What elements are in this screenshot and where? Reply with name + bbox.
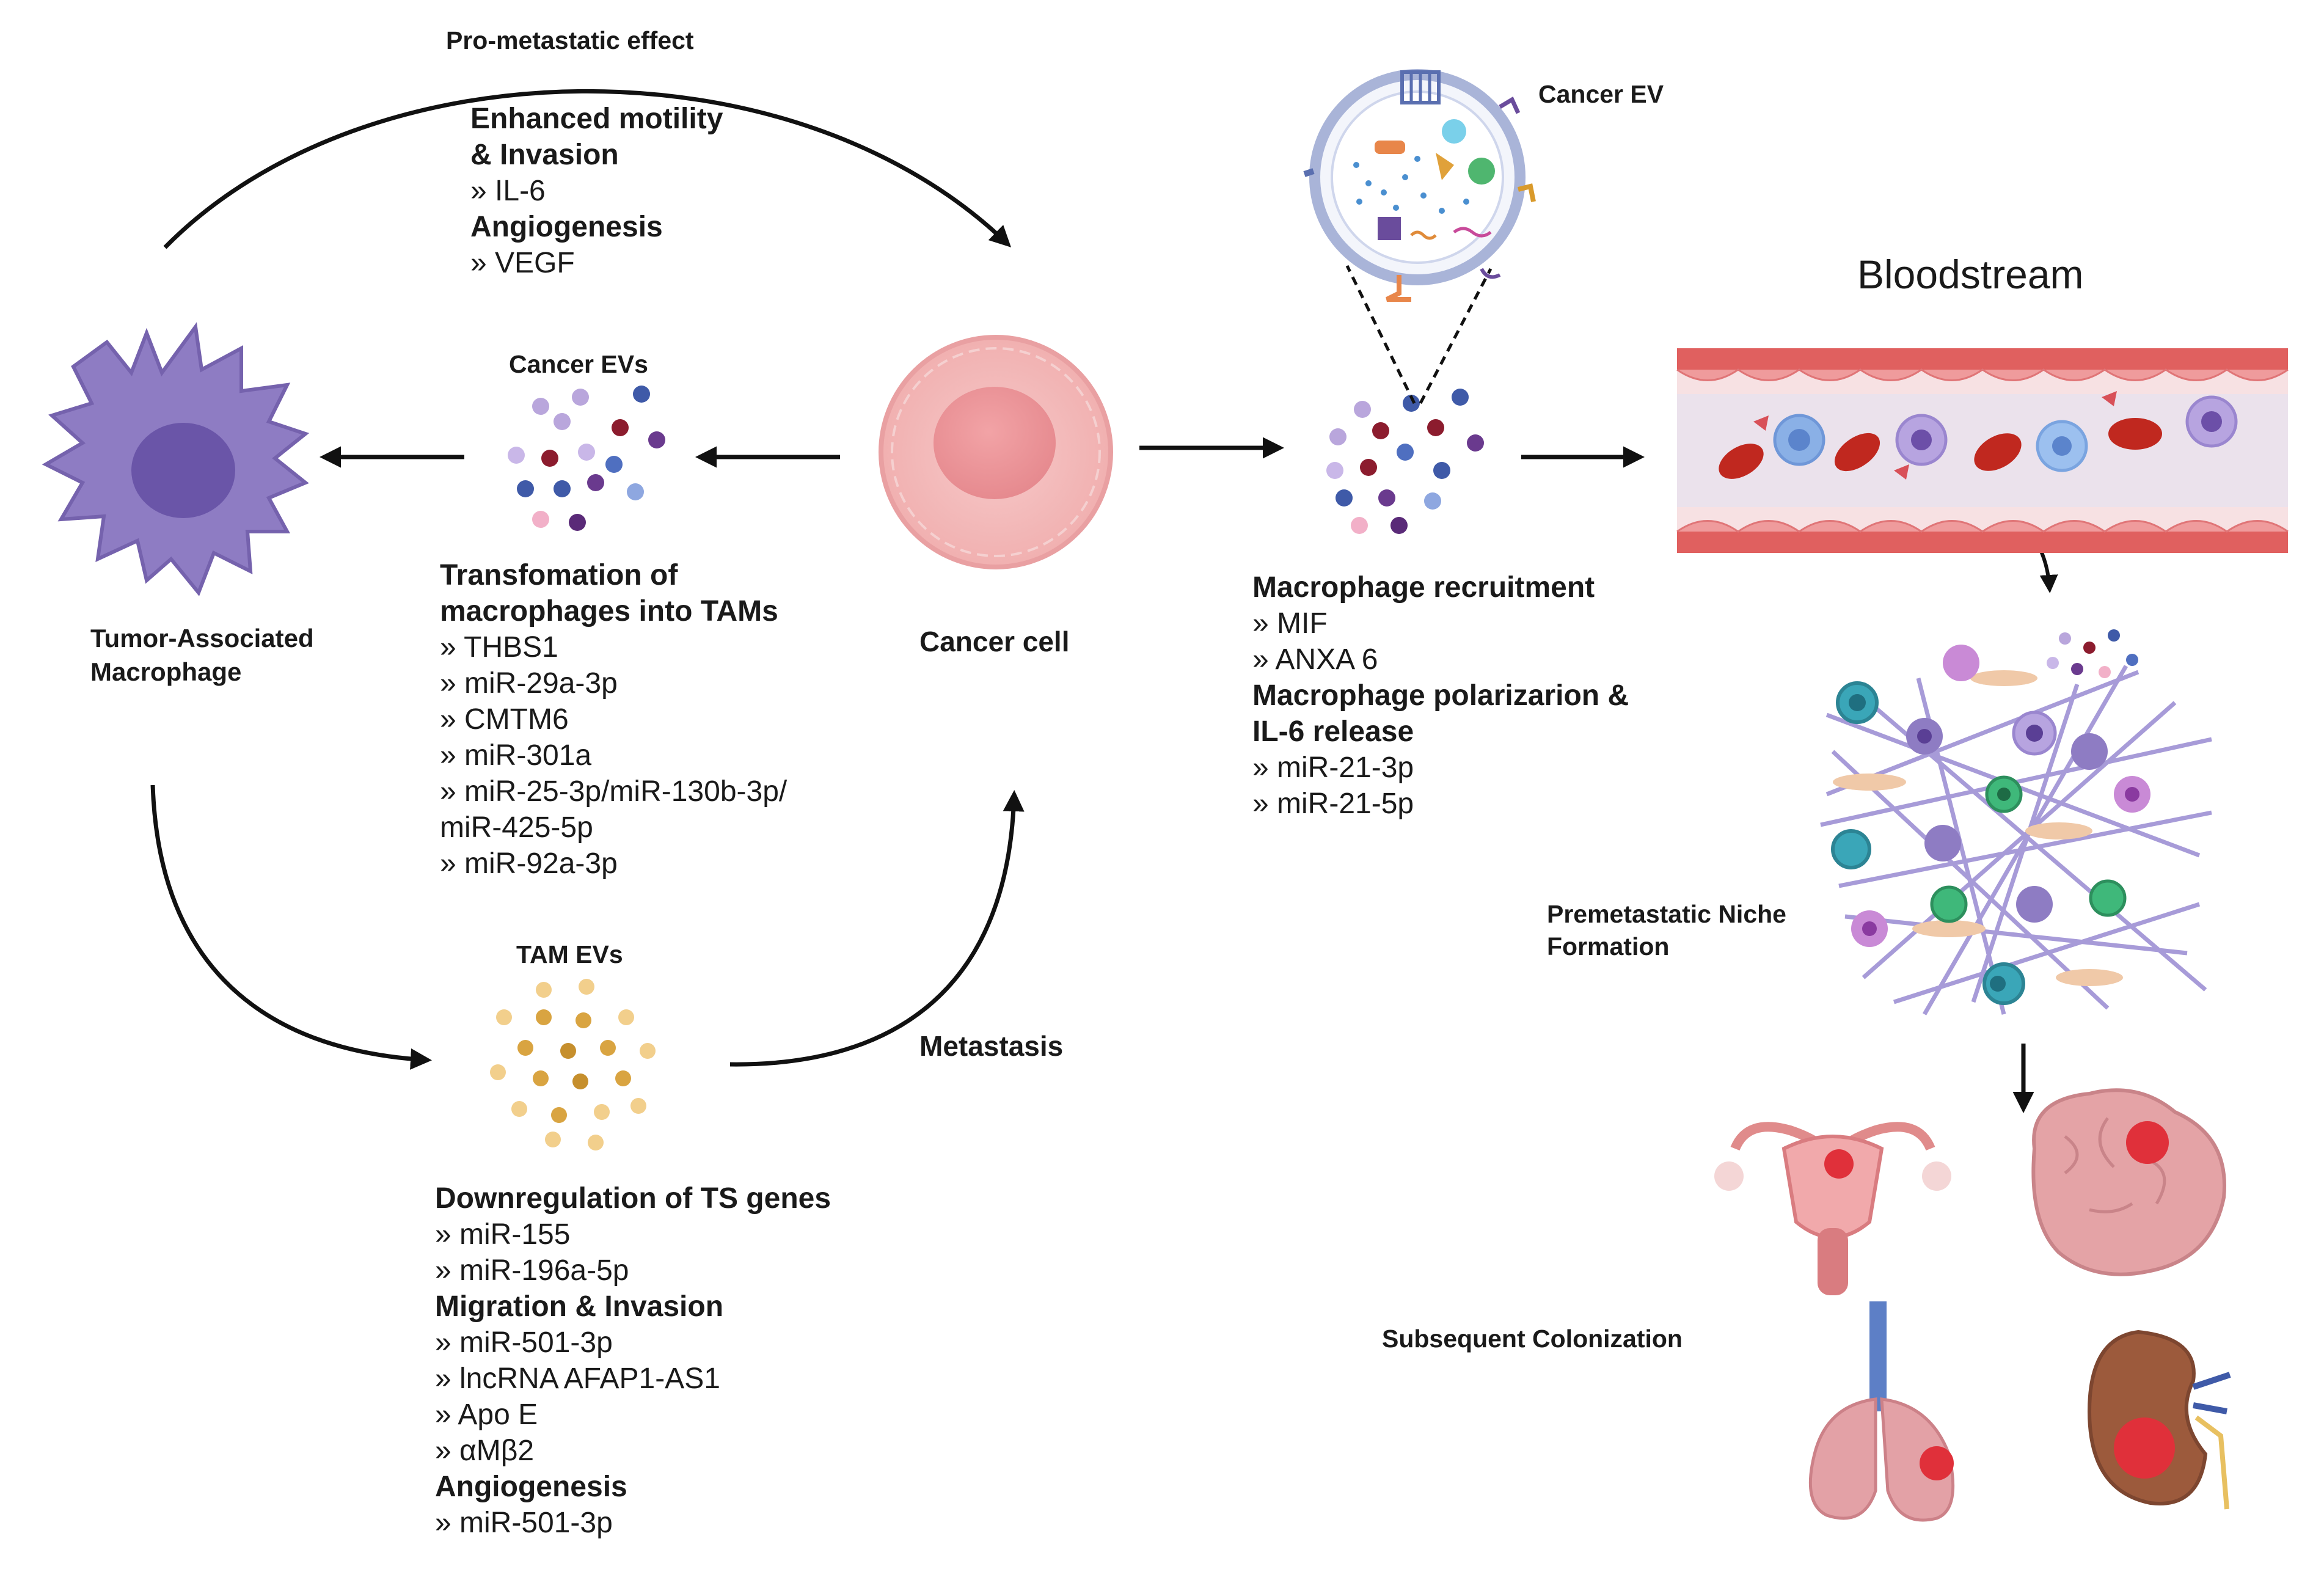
list-item: » miR-29a-3p	[440, 667, 618, 700]
pro-metastatic-title: Pro-metastatic effect	[446, 26, 694, 54]
premetastatic-label-line1: Premetastatic Niche	[1547, 900, 1786, 928]
macrophage-illustration	[42, 322, 310, 596]
section-heading: Angiogenesis	[435, 1471, 627, 1503]
recruitment-list: Macrophage recruitment» MIF» ANXA 6 Macr…	[1252, 569, 1629, 822]
list-item: » THBS1	[440, 631, 558, 664]
section-heading: IL-6 release	[1252, 715, 1414, 748]
list-item: » miR-301a	[440, 739, 592, 772]
premetastatic-niche	[1820, 629, 2212, 1015]
list-item: » miR-21-5p	[1252, 788, 1414, 820]
list-item: » IL-6	[470, 175, 546, 207]
section-heading: Macrophage polarizarion &	[1252, 679, 1629, 712]
tam-evs-label: TAM EVs	[516, 940, 623, 968]
list-item: » αMβ2	[435, 1435, 535, 1467]
list-item: » CMTM6	[440, 703, 569, 736]
tam-label-line1: Tumor-Associated	[90, 624, 314, 653]
cancer-cell-illustration	[879, 335, 1113, 569]
metastasis-label: Metastasis	[919, 1030, 1064, 1062]
cancer-evs-right-dots	[1326, 389, 1484, 534]
list-item: » lncRNA AFAP1-AS1	[435, 1362, 720, 1395]
list-item: » miR-501-3p	[435, 1326, 613, 1359]
bloodstream-vessel	[1676, 348, 2289, 553]
list-item: » VEGF	[470, 247, 575, 279]
arrow-macrophage-to-tam-evs	[150, 785, 432, 1070]
cancer-ev-zoom	[1303, 69, 1536, 404]
list-item: » miR-196a-5p	[435, 1254, 629, 1287]
arrow-metastasis-to-cancer	[729, 790, 1025, 1067]
list-item: » miR-92a-3p	[440, 847, 618, 880]
transformation-list: Transfomation of macrophages into TAMs » T…	[440, 557, 787, 882]
list-item: » miR-501-3p	[435, 1507, 613, 1539]
tam-effects-list: Downregulation of TS genes» miR-155» miR…	[435, 1180, 831, 1541]
pro-metastatic-arc-arrow	[163, 89, 1012, 249]
section-heading: & Invasion	[470, 139, 619, 171]
premetastatic-label-line2: Formation	[1547, 932, 1670, 960]
cancer-evs-label: Cancer EVs	[509, 350, 648, 378]
tam-label-line2: Macrophage	[90, 657, 242, 686]
section-heading: Enhanced motility	[470, 103, 723, 135]
section-heading: Macrophage recruitment	[1252, 571, 1595, 604]
cancer-ev-label: Cancer EV	[1538, 80, 1664, 108]
uterus-illustration	[1714, 1122, 1951, 1295]
section-heading: Downregulation of TS genes	[435, 1182, 831, 1215]
list-item: miR-425-5p	[440, 811, 593, 844]
lungs-illustration	[1808, 1301, 1955, 1522]
colonization-label: Subsequent Colonization	[1382, 1325, 1683, 1353]
list-item: » miR-155	[435, 1218, 571, 1251]
tam-evs-dots	[490, 979, 656, 1150]
section-heading: Angiogenesis	[470, 211, 663, 243]
cancer-evs-dots	[508, 386, 665, 531]
list-item: » MIF	[1252, 607, 1328, 640]
bloodstream-label: Bloodstream	[1857, 252, 2084, 297]
list-item: » miR-21-3p	[1252, 752, 1414, 784]
list-item: » Apo E	[435, 1399, 538, 1431]
list-item: » miR-25-3p/miR-130b-3p/	[440, 775, 787, 808]
kidney-illustration	[2087, 1329, 2231, 1510]
section-heading: Migration & Invasion	[435, 1290, 724, 1323]
brain-illustration	[2031, 1088, 2226, 1276]
section-heading: Transfomation of	[440, 559, 678, 591]
cancer-cell-label: Cancer cell	[919, 626, 1070, 657]
list-item: » ANXA 6	[1252, 643, 1378, 676]
section-heading: macrophages into TAMs	[440, 595, 778, 627]
